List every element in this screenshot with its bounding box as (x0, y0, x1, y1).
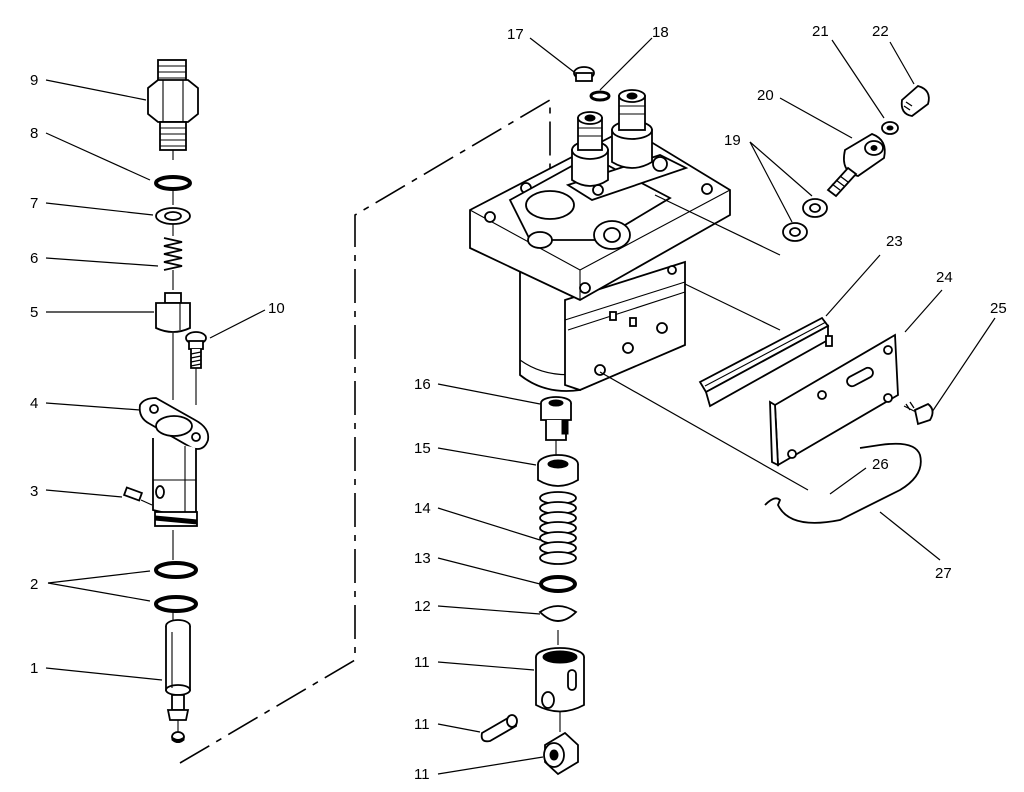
part-21-washer (881, 121, 899, 135)
callout-24: 24 (936, 269, 953, 286)
part-11-tappet-pin (480, 714, 518, 743)
part-22-bolt (900, 84, 930, 117)
callout-26: 26 (872, 456, 889, 473)
part-14-plunger-spring (539, 491, 577, 565)
part-6-spring (163, 237, 183, 271)
callout-6: 6 (30, 250, 38, 267)
part-13-spring-seat (539, 575, 577, 593)
part-24-cover-plate (769, 333, 899, 467)
callout-15: 15 (414, 440, 431, 457)
callout-27: 27 (935, 565, 952, 582)
callout-11b: 11 (414, 716, 430, 733)
part-12-shim (538, 605, 578, 622)
callout-9: 9 (30, 72, 38, 89)
part-27-retaining-clip (764, 442, 922, 524)
part-17-bolt (573, 66, 595, 82)
part-9-delivery-fitting (147, 59, 199, 151)
callout-17: 17 (507, 26, 524, 43)
part-2-o-ring-upper (154, 561, 198, 579)
callout-10: 10 (268, 300, 285, 317)
part-4-valve-holder (138, 397, 210, 527)
part-25-screw (903, 401, 934, 426)
callout-25: 25 (990, 300, 1007, 317)
callout-5: 5 (30, 304, 38, 321)
callout-1: 1 (30, 660, 38, 677)
part-8-o-ring (154, 175, 192, 191)
callout-14: 14 (414, 500, 431, 517)
callout-18: 18 (652, 24, 669, 41)
callout-11c: 11 (414, 766, 430, 783)
callout-23: 23 (886, 233, 903, 250)
part-2-o-ring-lower (154, 595, 198, 613)
part-11-tappet (535, 647, 585, 713)
part-15-retainer (537, 454, 579, 487)
callout-13: 13 (414, 550, 431, 567)
injection-pump-body (469, 89, 731, 392)
part-19-washers (782, 198, 828, 242)
top-valve-holder-right (611, 89, 653, 169)
callout-20: 20 (757, 87, 774, 104)
callout-4: 4 (30, 395, 38, 412)
part-20-banjo-bolt (826, 133, 886, 198)
callout-22: 22 (872, 23, 889, 40)
leader-lines (45, 37, 996, 775)
part-23-control-rack (698, 316, 833, 408)
assembly-path-line (179, 98, 551, 764)
part-5-delivery-valve (155, 292, 191, 333)
callout-2: 2 (30, 576, 38, 593)
left-delivery-valve-assembly (122, 59, 210, 743)
callout-11a: 11 (414, 654, 430, 671)
callout-21: 21 (812, 23, 829, 40)
callout-3: 3 (30, 483, 38, 500)
part-16-plunger-guide (540, 396, 572, 441)
callout-12: 12 (414, 598, 431, 615)
part-3-pin (122, 486, 153, 506)
part-1-plunger (165, 619, 191, 743)
callout-8: 8 (30, 125, 38, 142)
part-11-tappet-roller (543, 731, 579, 776)
callout-19: 19 (724, 132, 741, 149)
callout-labels: 1 2 3 4 5 6 7 8 9 10 11 11 11 12 13 14 1… (30, 23, 1007, 783)
part-7-washer (155, 207, 191, 225)
callout-16: 16 (414, 376, 431, 393)
top-valve-holder-left (571, 111, 609, 187)
part-10-screw (185, 331, 207, 405)
part-18-washer (589, 90, 611, 102)
callout-7: 7 (30, 195, 38, 212)
